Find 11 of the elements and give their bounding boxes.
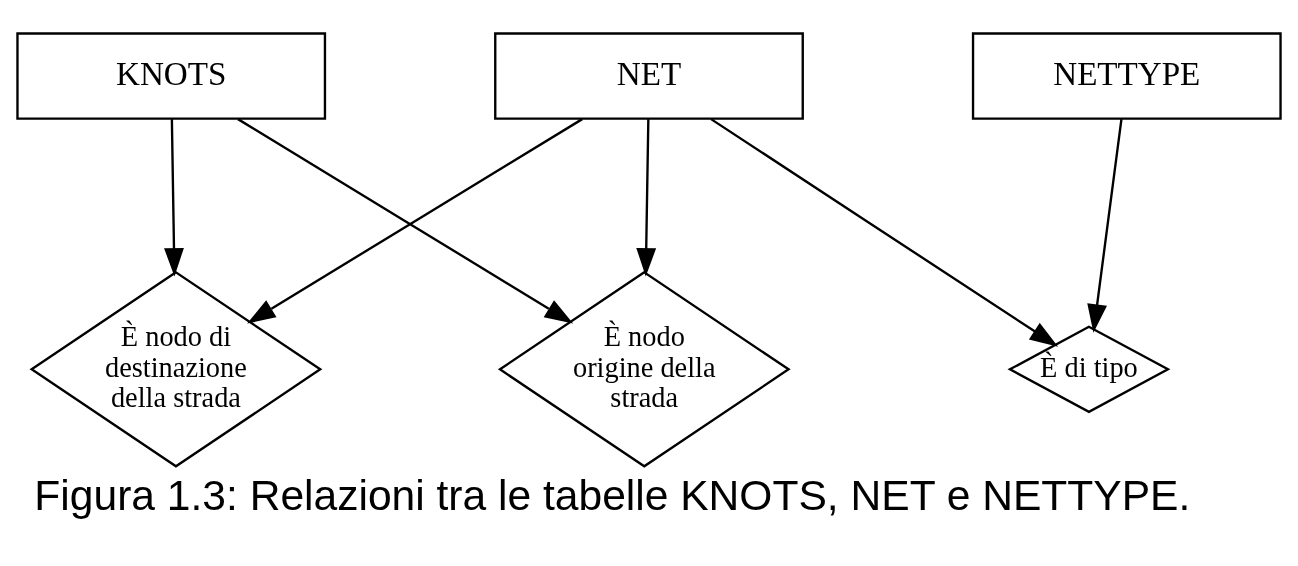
caption: Figura 1.3: Relazioni tra le tabelle KNOTS, NET e NETTYPE.: [34, 470, 1191, 519]
node-box: NETTYPE: [971, 32, 1282, 120]
arrow: [636, 119, 657, 277]
arrow: [1087, 118, 1123, 333]
node-diamond: È di tipo: [1007, 325, 1171, 414]
node-box: KNOTS: [16, 32, 327, 120]
arrow: [164, 119, 184, 277]
node-box: NET: [494, 32, 804, 120]
arrow: [710, 118, 1059, 347]
node-diamond: È nodo di destinazione della strada: [29, 270, 323, 468]
node-diamond: È nodo origine della strada: [497, 270, 791, 468]
